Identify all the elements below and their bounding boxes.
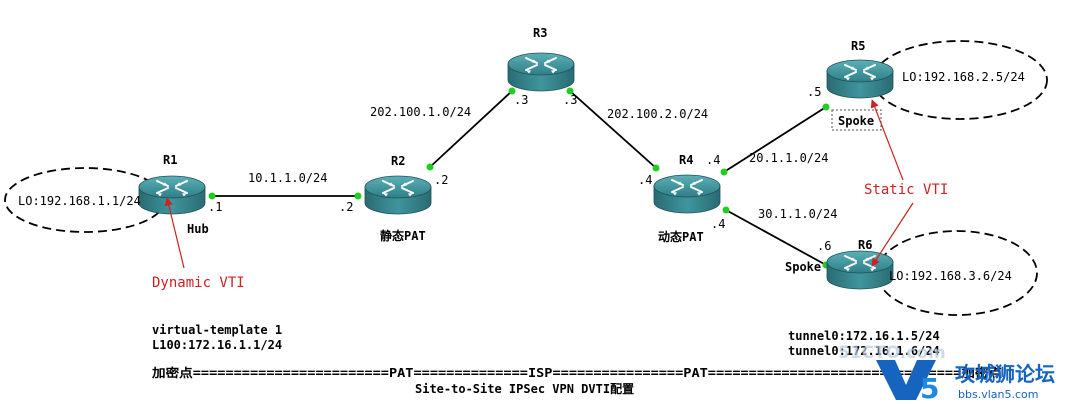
watermark-faint-text: 51CTO.com xyxy=(838,343,946,363)
watermark-url: bbs.vlan5.com xyxy=(958,388,1038,401)
router-r3 xyxy=(507,52,575,92)
loopback-label-r5: LO:192.168.2.5/24 xyxy=(902,70,1025,84)
router-name-r2: R2 xyxy=(391,154,405,168)
link-r4-r5 xyxy=(723,106,827,173)
if-dot-r2-top xyxy=(426,163,434,171)
router-caption-r5: Spoke xyxy=(838,114,874,128)
watermark-brand: 攻城狮论坛 xyxy=(955,362,1055,386)
router-name-r5: R5 xyxy=(851,39,865,53)
network-label-r3-r4: 202.100.2.0/24 xyxy=(607,107,708,121)
interface-dots xyxy=(208,87,830,269)
link-r4-r6 xyxy=(725,209,827,266)
link-r3-r4 xyxy=(569,90,657,169)
path-legend: 加密点========================PAT==========… xyxy=(151,365,1002,380)
router-name-r1: R1 xyxy=(163,153,177,167)
router-caption-r6: Spoke xyxy=(785,260,821,274)
if-dot-r4-bottom xyxy=(722,206,730,214)
links xyxy=(212,90,827,266)
if-label-r2-left: .2 xyxy=(339,200,353,214)
if-label-r6: .6 xyxy=(817,239,831,253)
if-label-r4-left: .4 xyxy=(638,173,652,187)
router-caption-r4: 动态PAT xyxy=(658,229,704,244)
if-dot-r2-left xyxy=(354,192,362,200)
router-r6 xyxy=(826,250,894,290)
router-r1 xyxy=(138,175,206,215)
if-label-r3-left: .3 xyxy=(514,93,528,107)
router-name-r3: R3 xyxy=(533,26,547,40)
router-caption-r1: Hub xyxy=(187,222,209,236)
watermark: 51CTO.com V5 5 攻城狮论坛 bbs.vlan5.com xyxy=(838,343,1055,404)
static-vti-label: Static VTI xyxy=(864,182,948,198)
router-r5 xyxy=(826,59,894,99)
if-label-r5: .5 xyxy=(807,85,821,99)
router-name-r4: R4 xyxy=(679,153,693,167)
router-caption-r2: 静态PAT xyxy=(380,228,426,243)
network-label-r1-r2: 10.1.1.0/24 xyxy=(248,171,327,185)
svg-text:5: 5 xyxy=(920,372,939,404)
router-name-r6: R6 xyxy=(858,238,872,252)
if-label-r1: .1 xyxy=(208,200,222,214)
diagram-title: Site-to-Site IPSec VPN DVTI配置 xyxy=(415,381,634,396)
if-label-r4-top: .4 xyxy=(706,153,720,167)
spoke-tunnel-line-1: tunnel0:172.16.1.5/24 xyxy=(788,329,940,343)
if-dot-r5 xyxy=(822,103,830,111)
link-r2-r3 xyxy=(429,90,513,168)
if-dot-r4-left xyxy=(652,164,660,172)
if-label-r4-bottom: .4 xyxy=(711,217,725,231)
hub-config-line-2: L100:172.16.1.1/24 xyxy=(152,338,282,352)
loopback-label-r1: LO:192.168.1.1/24 xyxy=(18,194,141,208)
network-label-r4-r5: 20.1.1.0/24 xyxy=(749,151,828,165)
dynamic-vti-arrow xyxy=(164,197,185,269)
spoke-r5-box xyxy=(831,109,882,131)
spoke-tunnel-line-2: tunnel0:172.16.1.6/24 xyxy=(788,344,940,358)
if-dot-r3-right xyxy=(566,87,574,95)
network-label-r4-r6: 30.1.1.0/24 xyxy=(758,207,837,221)
if-dot-r3-left xyxy=(508,87,516,95)
v5-logo-icon: V5 5 xyxy=(876,360,939,404)
router-r2 xyxy=(364,175,432,215)
network-label-r2-r3: 202.100.1.0/24 xyxy=(370,105,471,119)
if-label-r2-top: .2 xyxy=(434,173,448,187)
if-dot-r4-top xyxy=(720,168,728,176)
static-vti-arrow-r5 xyxy=(870,99,904,181)
loopback-label-r6: LO:192.168.3.6/24 xyxy=(889,269,1012,283)
router-r4 xyxy=(653,174,721,214)
if-dot-r1 xyxy=(208,192,216,200)
if-label-r3-right: .3 xyxy=(563,93,577,107)
dynamic-vti-label: Dynamic VTI xyxy=(152,275,245,291)
static-vti-arrow-r6 xyxy=(871,202,914,267)
hub-config-line-1: virtual-template 1 xyxy=(152,323,282,337)
